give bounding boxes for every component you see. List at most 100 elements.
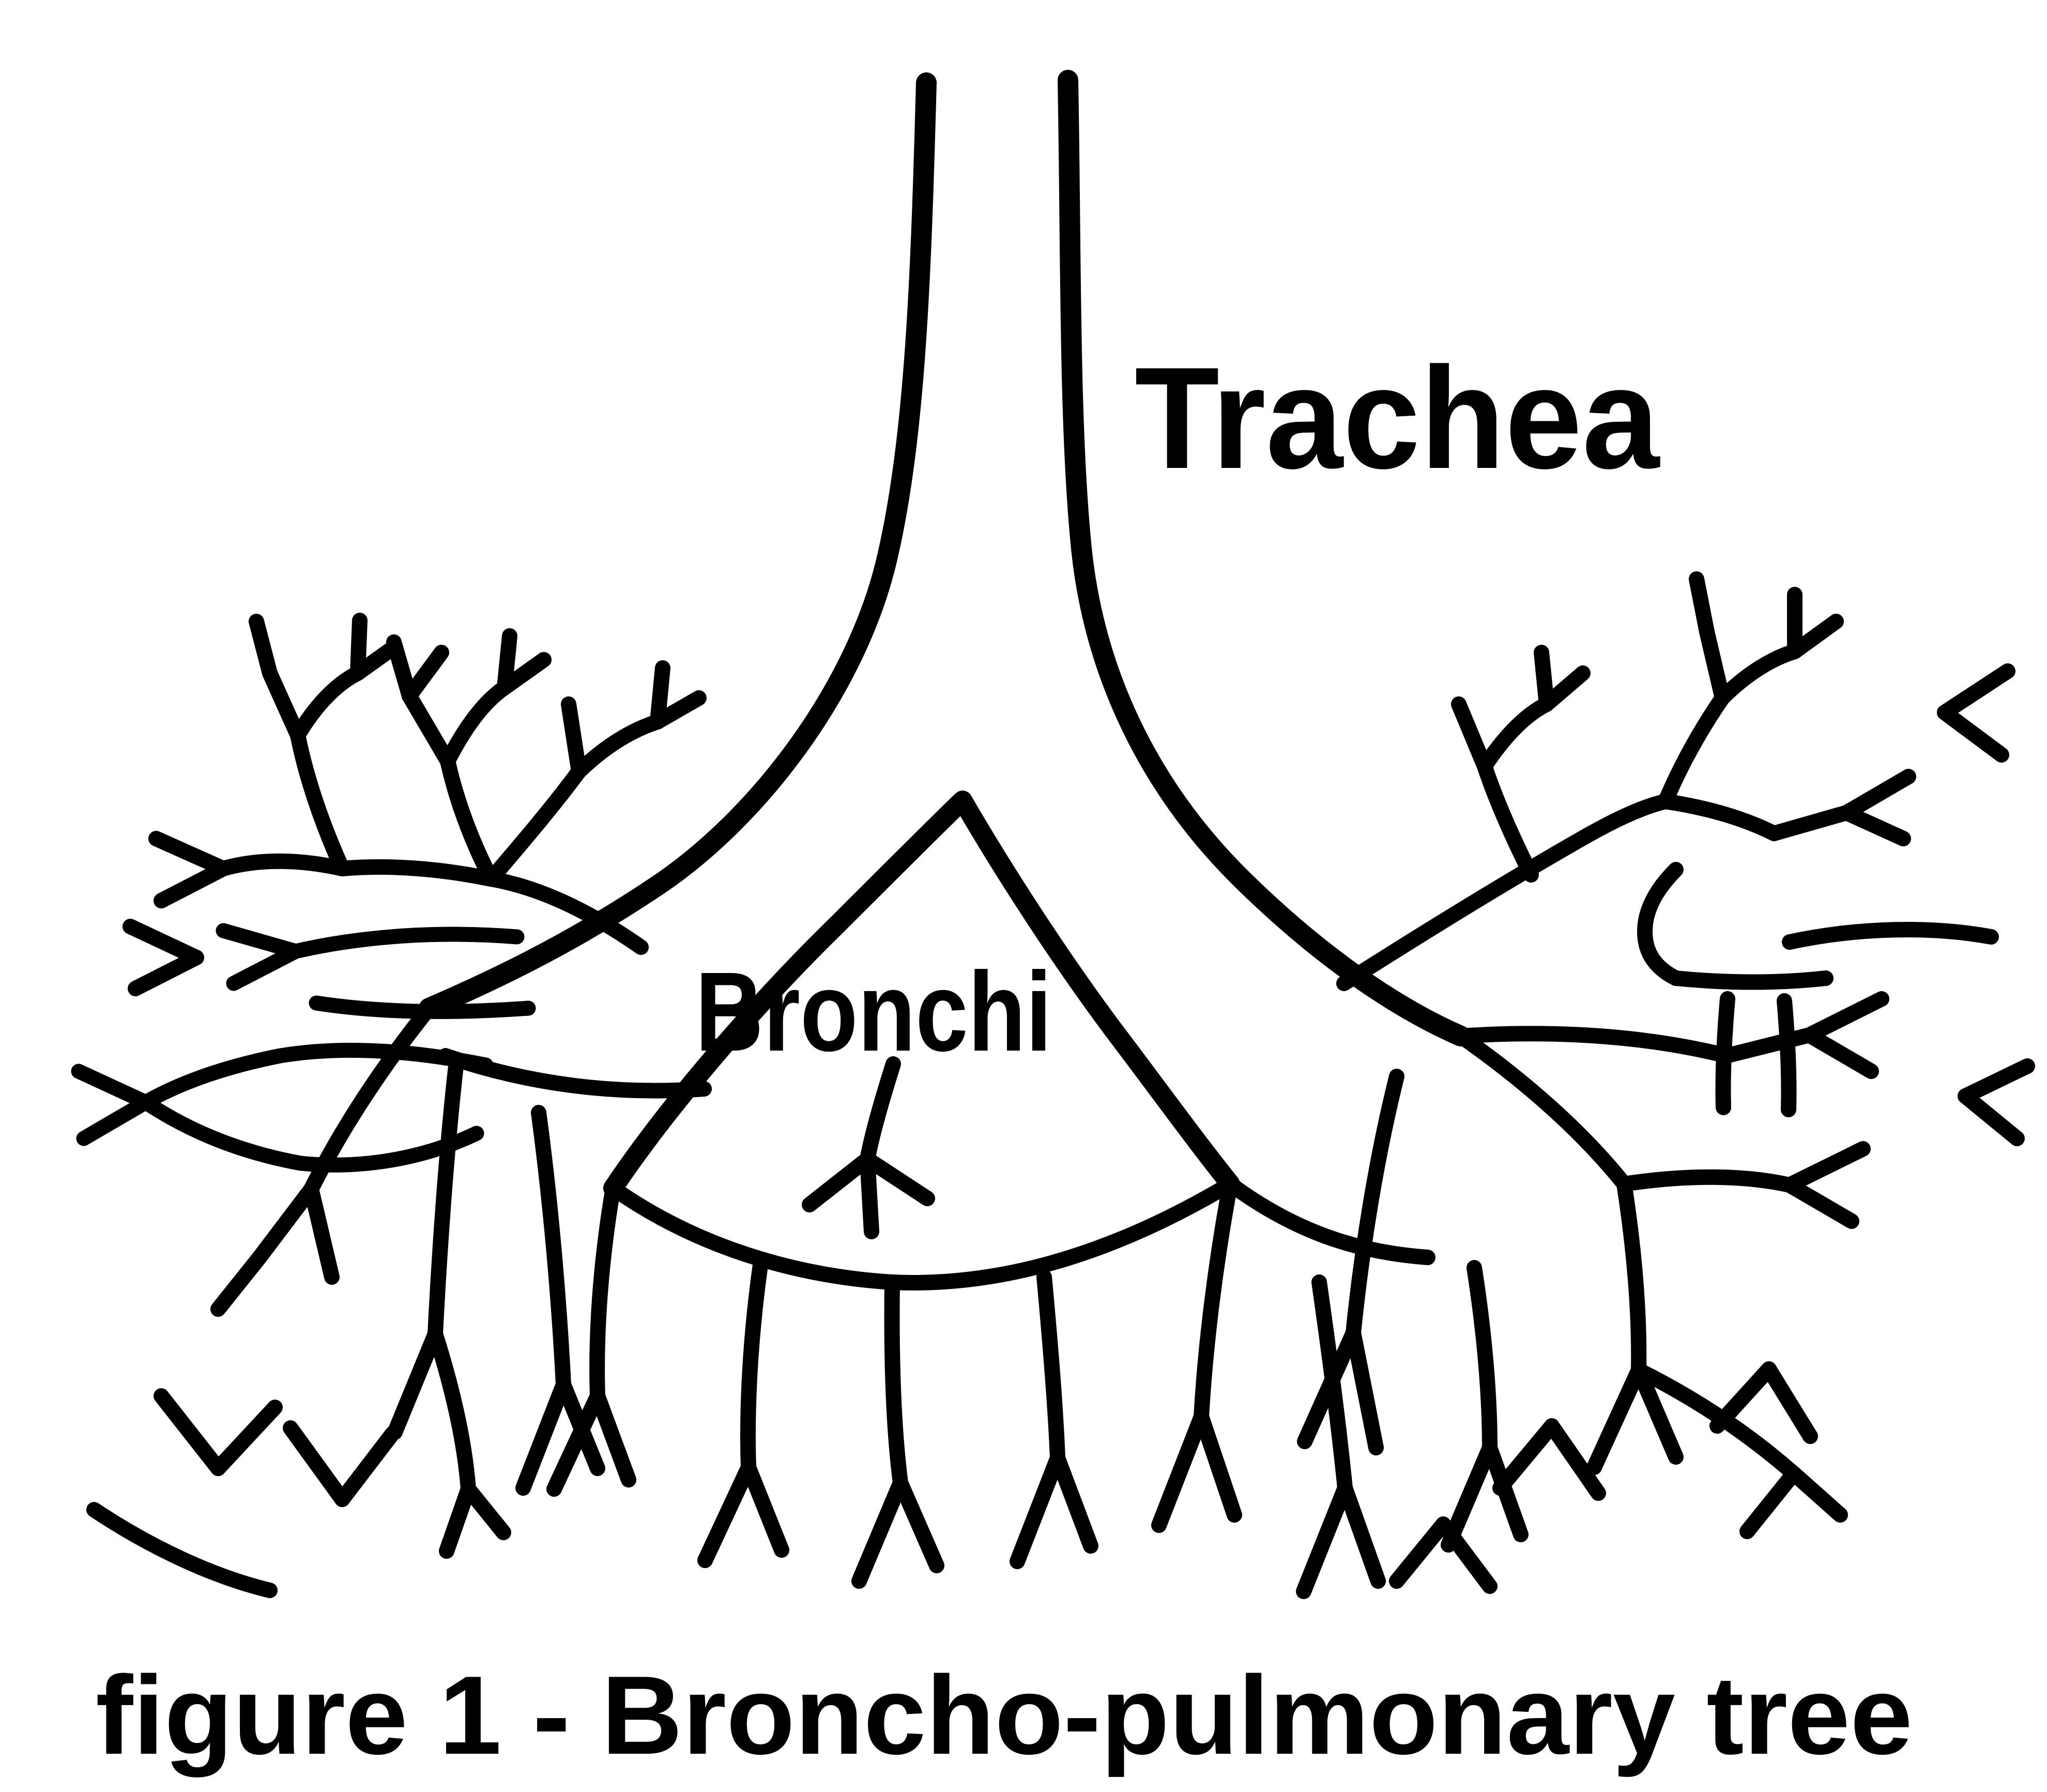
bronchial-branch-stroke: [249, 614, 278, 681]
bronchial-branch-stroke: [589, 1180, 621, 1404]
bronchial-branch-stroke: [1839, 805, 1911, 846]
bronchial-branch-stroke: [1453, 1028, 1632, 1192]
bronchial-branch-stroke: [1709, 1361, 1777, 1434]
bronchial-branch-stroke: [1801, 991, 1889, 1043]
bronchial-branch-stroke: [1477, 696, 1554, 774]
bronchial-branch-stroke: [128, 950, 204, 996]
bronchial-branch-stroke: [154, 1388, 226, 1476]
bronchial-branch-stroke: [1937, 705, 2009, 763]
bronchial-branch-stroke: [1311, 1274, 1353, 1496]
bronchial-branch-stroke: [1036, 1269, 1065, 1466]
trachea-label: Trachea: [1135, 338, 1660, 499]
bronchial-branch-stroke: [860, 1056, 901, 1167]
bronchial-branch-stroke: [440, 753, 499, 887]
bronchial-branch-stroke: [1058, 70, 1471, 1046]
bronchial-branch-stroke: [262, 665, 305, 743]
bronchial-branch-stroke: [210, 1400, 283, 1476]
bronchial-branch-stroke: [1477, 758, 1539, 883]
bronchial-branch-stroke: [1782, 922, 1999, 950]
bronchial-branch-stroke: [1777, 993, 1797, 1117]
bronchial-branch-stroke: [419, 72, 937, 1019]
bronchial-branch-stroke: [515, 1377, 571, 1496]
bronchial-branch-stroke: [546, 1388, 605, 1497]
bronchial-branch-stroke: [123, 919, 204, 965]
bronchial-branch-stroke: [1637, 862, 1684, 986]
bronchial-branch-stroke: [1010, 1450, 1065, 1569]
bronchial-branch-stroke: [1786, 1466, 1848, 1523]
left-lower-lobe-branches: [86, 1000, 712, 1598]
bronchial-branch-stroke: [1346, 1325, 1384, 1455]
bronchial-branch-stroke: [226, 944, 303, 991]
bronchial-branch-stroke: [427, 1058, 464, 1342]
bronchial-branch-stroke: [1801, 1027, 1879, 1079]
bronchial-branch-stroke: [402, 645, 449, 704]
bronchial-branch-stroke: [303, 1000, 437, 1197]
left-middle-branches: [71, 923, 536, 1173]
bronchial-branch-stroke: [531, 1105, 571, 1392]
bronchial-branch-stroke: [697, 1460, 756, 1568]
bronchial-branch-stroke: [288, 927, 525, 959]
bronchial-branch-stroke: [350, 640, 402, 681]
bronchial-branch-stroke: [1337, 1480, 1386, 1589]
central-branches: [546, 1056, 1435, 1589]
carina-bifurcation: [603, 791, 1240, 1198]
bronchial-branch-stroke: [1937, 663, 2015, 720]
bronchial-branch-stroke: [290, 665, 365, 743]
bronchial-branch-stroke: [1482, 1440, 1529, 1542]
bronchial-branch-stroke: [1492, 1418, 1560, 1496]
bronchial-branch-stroke: [1689, 571, 1715, 640]
bronchial-branch-stroke: [1466, 1260, 1498, 1455]
bronchial-branch-stroke: [1658, 794, 1782, 841]
bronchial-branch-stroke: [1958, 1058, 2035, 1104]
bronchial-branch-stroke: [1544, 1418, 1606, 1501]
bronchial-branch-stroke: [1668, 970, 1834, 990]
right-upper-lobe-branches: [1336, 571, 2015, 1117]
bronchial-branch-stroke: [1616, 1176, 1647, 1378]
bronchial-branch-stroke: [1296, 1480, 1353, 1599]
bronchial-branch-stroke: [1616, 1169, 1797, 1193]
bronchial-branch-stroke: [483, 764, 587, 887]
bronchial-branch-stroke: [1389, 1516, 1451, 1589]
bronchial-branch-stroke: [210, 1250, 267, 1317]
bronchial-branch-stroke: [438, 1048, 712, 1099]
bronchial-branch-stroke: [138, 1048, 288, 1110]
bronchial-branch-stroke: [1958, 1088, 2025, 1146]
bronchial-branch-stroke: [1719, 1027, 1817, 1064]
bronchial-branch-stroke: [461, 1481, 511, 1540]
bronchial-branch-stroke: [740, 1254, 769, 1475]
bronchial-branch-stroke: [1194, 1176, 1238, 1424]
bronchial-branch-stroke: [1761, 1361, 1818, 1444]
bronchial-branch-stroke: [440, 680, 512, 769]
left-upper-lobe-branches: [123, 613, 707, 996]
bronchial-branch-stroke: [860, 1151, 935, 1206]
bronchial-branch-stroke: [1435, 1516, 1498, 1594]
bronchi-label: Bronchi: [695, 949, 1052, 1075]
bronchial-branch-stroke: [283, 1420, 350, 1507]
bronchial-branch-stroke: [334, 1425, 401, 1507]
bronchial-branch-stroke: [1699, 624, 1730, 706]
bronchial-branch-stroke: [1782, 1177, 1859, 1229]
bronchial-branch-stroke: [497, 652, 552, 695]
bronchial-branch-stroke: [148, 831, 231, 876]
trachea-outline: [419, 70, 1471, 1046]
bronchial-branch-stroke: [154, 861, 231, 908]
bronchial-branch-stroke: [1336, 794, 1673, 991]
bronchial-branch-stroke: [1451, 696, 1492, 774]
bronchial-branch-stroke: [860, 1151, 879, 1239]
bronchial-branch-stroke: [1151, 1409, 1209, 1533]
bronchial-branch-stroke: [1453, 1026, 1734, 1064]
bronchial-branch-stroke: [402, 688, 455, 769]
bronchial-branch-stroke: [427, 1326, 476, 1497]
bronchial-branch-stroke: [216, 853, 350, 876]
bronchial-branch-stroke: [1787, 614, 1844, 659]
bronchial-branch-stroke: [1586, 1362, 1646, 1475]
bronchial-branch-stroke: [1839, 769, 1916, 821]
bronchial-branch-stroke: [571, 714, 665, 779]
bronchial-branch-stroke: [1658, 690, 1730, 809]
bronchial-branch-stroke: [439, 1481, 476, 1559]
bronchial-branch-stroke: [334, 859, 499, 887]
bronchial-branch-stroke: [71, 1064, 154, 1110]
bronchial-branch-stroke: [650, 690, 707, 730]
bronchial-branch-stroke: [303, 1181, 340, 1285]
bronchial-branch-stroke: [1739, 1466, 1801, 1539]
